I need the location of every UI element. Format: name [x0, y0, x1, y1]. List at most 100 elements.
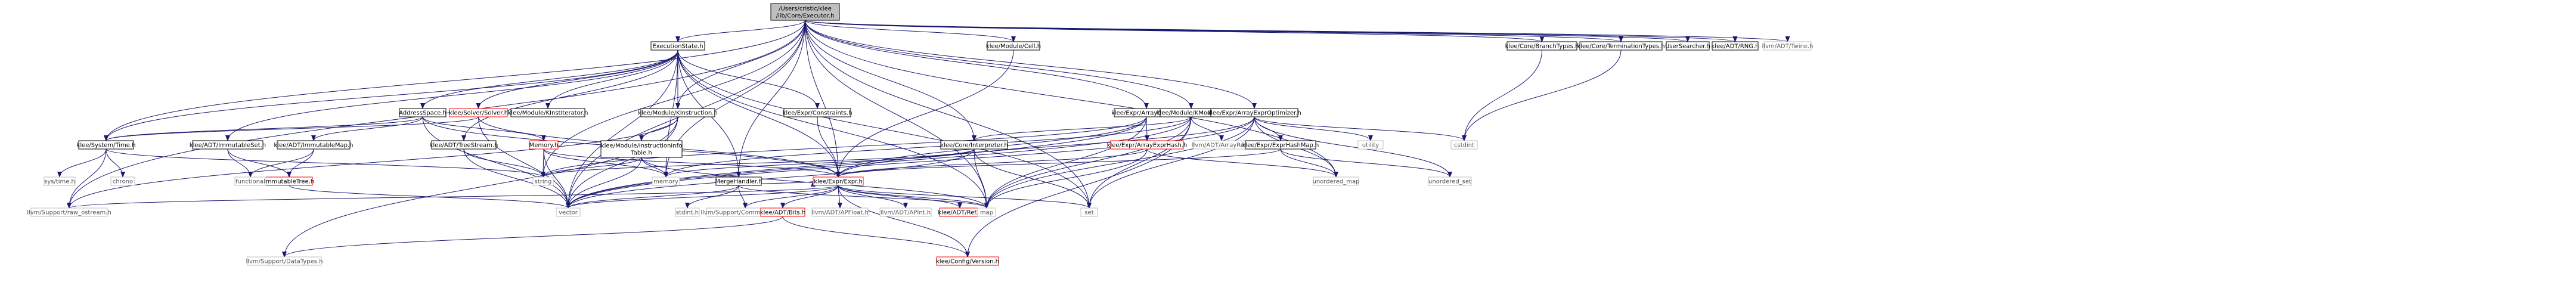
edge-root-to-KInstruction [675, 20, 805, 109]
graph-node-root[interactable]: /Users/cristic/klee/lib/Core/Executor.h [770, 3, 840, 21]
edge-root-to-set [805, 20, 1092, 209]
node-box [715, 176, 762, 186]
node-box [247, 256, 322, 266]
node-label: functional [235, 179, 265, 185]
edge-MemoryH-to-memory [543, 148, 668, 178]
graph-node-AddressSpace[interactable]: AddressSpace.h [399, 108, 447, 117]
graph-node-ArrayExprOpt[interactable]: klee/Expr/ArrayExprOptimizer.h [1207, 108, 1301, 117]
graph-node-RNG[interactable]: klee/ADT/RNG.h [1712, 41, 1759, 51]
edge-SolverH-to-vector [478, 116, 571, 209]
node-label: llvm/ADT/ArrayRef.h [1192, 142, 1252, 149]
graph-node-BitsH[interactable]: klee/ADT/Bits.h [760, 207, 806, 217]
edge-root-to-map [805, 20, 989, 209]
graph-node-ArrayExprHash[interactable]: klee/Expr/ArrayExprHash.h [1107, 140, 1188, 150]
node-label: klee/Expr/Expr.h [814, 179, 863, 185]
edge-ImmutableSet-to-functional [227, 148, 253, 178]
edge-TreeStream-to-string [463, 148, 545, 178]
graph-node-UserSearcher[interactable]: UserSearcher.h [1665, 41, 1710, 51]
edge-root-to-Twine [805, 20, 1790, 42]
node-label: cstdint [1454, 142, 1474, 149]
graph-node-RefH[interactable]: klee/ADT/Ref.h [938, 207, 982, 217]
edge-Interpreter-to-map [974, 148, 989, 209]
edge-KInstruction-to-InstrInfo [639, 116, 678, 141]
graph-node-MergeHandler[interactable]: MergeHandler.h [715, 176, 762, 186]
edge-root-to-ExprH [805, 20, 841, 178]
edge-ArrayExprOpt-to-cstdint [1254, 116, 1467, 141]
graph-node-Constraints[interactable]: klee/Expr/Constraints.h [783, 108, 853, 117]
edge-InstrInfo-to-string [541, 157, 642, 178]
graph-node-ExecutionState[interactable]: ExecutionState.h [650, 41, 705, 51]
edge-root-to-TermTypes [805, 20, 1623, 42]
graph-node-set: set [1080, 207, 1098, 217]
graph-node-SystemTime[interactable]: klee/System/Time.h [77, 140, 136, 150]
edge-MergeHandler-to-stdint [685, 185, 739, 209]
node-box [1428, 176, 1472, 186]
node-label: unordered_set [1428, 179, 1471, 185]
graph-node-BranchTypes[interactable]: klee/Core/BranchTypes.h [1505, 41, 1579, 51]
node-label: klee/Expr/ArrayExprOptimizer.h [1207, 110, 1301, 117]
node-label: klee/Module/KInstruction.h [638, 110, 718, 117]
edge-ArrayCache-to-string [541, 116, 1147, 178]
edge-KModule-to-memory [664, 116, 1192, 178]
node-label: string [535, 179, 552, 185]
edge-ExprH-to-set [838, 185, 1092, 209]
graph-node-KInstruction[interactable]: klee/Module/KInstruction.h [638, 108, 718, 117]
graph-node-CellH[interactable]: klee/Module/Cell.h [986, 41, 1041, 51]
node-label: AddressSpace.h [399, 110, 447, 117]
graph-node-cstdint: cstdint [1450, 140, 1478, 150]
edge-TreeStream-to-vector [463, 148, 571, 209]
graph-node-SolverH[interactable]: klee/Solver/Solver.h [449, 108, 508, 117]
graph-node-map: map [977, 207, 996, 217]
edge-ExecutionState-to-vector [566, 49, 678, 209]
edge-ArrayExprOpt-to-utility [1254, 116, 1373, 141]
node-box [977, 207, 996, 217]
node-label: llvm/Support/DataTypes.h [246, 259, 323, 265]
node-label: klee/Core/TerminationTypes.h [1577, 44, 1664, 50]
graph-node-sysTime: sys/time.h [44, 176, 76, 186]
graph-node-KInstIter[interactable]: klee/Module/KInstIterator.h [508, 108, 588, 117]
edge-AddressSpace-to-MemoryH [422, 116, 546, 141]
graph-node-vector: vector [556, 207, 581, 217]
graph-node-ImmutableTree[interactable]: ImmutableTree.h [264, 176, 314, 186]
node-label: klee/Module/KInstIterator.h [508, 110, 588, 117]
graph-node-chrono: chrono [110, 176, 135, 186]
graph-node-APFloat: llvm/ADT/APFloat.h [811, 207, 869, 217]
graph-node-KModule[interactable]: klee/Module/KModule.h [1157, 108, 1226, 117]
edge-ExecutionState-to-set [677, 49, 1092, 209]
edge-SystemTime-to-sysTime [57, 148, 107, 178]
node-box [44, 176, 76, 186]
edge-MemoryH-to-vector [543, 148, 571, 209]
graph-node-unordered_map: unordered_map [1313, 176, 1359, 186]
node-label: UserSearcher.h [1665, 44, 1710, 50]
node-box [1245, 140, 1316, 150]
graph-node-memory: memory [652, 176, 680, 186]
node-box [1357, 140, 1384, 150]
node-label: klee/ADT/Ref.h [938, 210, 981, 216]
edge-root-to-MergeHandler [736, 20, 805, 178]
node-label: klee/ADT/ImmutableSet.h [190, 142, 266, 149]
edge-ExprH-to-APFloat [837, 185, 842, 209]
edge-KModule-to-Interpreter [972, 116, 1192, 141]
graph-node-ImmutableMap[interactable]: klee/ADT/ImmutableMap.h [274, 140, 354, 150]
graph-node-ExprHashMap[interactable]: klee/Expr/ExprHashMap.h [1242, 140, 1319, 150]
graph-node-TreeStream[interactable]: klee/ADT/TreeStream.h [430, 140, 498, 150]
graph-node-VersionH[interactable]: klee/Config/Version.h [936, 256, 999, 266]
edge-ExprHashMap-to-unordered_set [1280, 148, 1452, 178]
node-box [449, 108, 508, 117]
graph-node-ExprH[interactable]: klee/Expr/Expr.h [813, 176, 864, 186]
node-label: klee/Expr/ExprHashMap.h [1242, 142, 1319, 149]
graph-node-TermTypes[interactable]: klee/Core/TerminationTypes.h [1577, 41, 1665, 51]
graph-edges [57, 20, 1790, 258]
graph-node-Interpreter[interactable]: klee/Core/Interpreter.h [940, 140, 1008, 150]
edge-KModule-to-ArrayRef [1191, 116, 1224, 141]
graph-node-ImmutableSet[interactable]: klee/ADT/ImmutableSet.h [190, 140, 266, 150]
edge-root-to-BranchTypes [805, 20, 1544, 42]
node-label: klee/Expr/Constraints.h [783, 110, 853, 117]
graph-node-APInt: llvm/ADT/APInt.h [879, 207, 932, 217]
edge-CellH-to-ExprH [836, 49, 1014, 178]
node-label: klee/ADT/Bits.h [760, 210, 806, 216]
graph-node-MemoryH[interactable]: Memory.h [529, 140, 559, 150]
node-box [940, 140, 1008, 150]
edge-KModule-to-map [984, 116, 1192, 209]
